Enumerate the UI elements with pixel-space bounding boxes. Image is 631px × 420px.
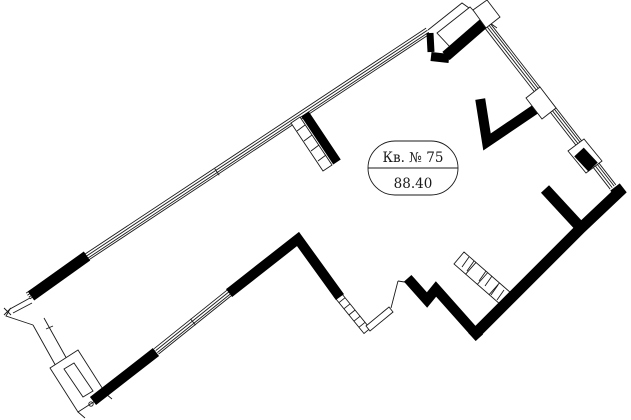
vent-shaft-lower xyxy=(453,251,512,306)
wall-pier-right-window xyxy=(574,147,598,172)
partition-wall-hanging xyxy=(301,111,341,165)
wall-bottom-peak xyxy=(225,231,344,300)
corner-pier-top xyxy=(472,0,501,29)
partition-wall-check xyxy=(475,97,550,151)
entrance-door xyxy=(365,280,412,332)
apartment-label: Кв. № 75 88.40 xyxy=(367,140,459,196)
window-tick-mark xyxy=(214,168,220,176)
ladder-ticks xyxy=(338,297,366,328)
window-glass-lines xyxy=(25,27,431,300)
shaft-hatch xyxy=(461,256,505,301)
door-leaf xyxy=(365,306,394,332)
window-mullion-1 xyxy=(525,86,557,120)
wall-upper-left-end xyxy=(27,251,91,301)
apartment-area-text: 88.40 xyxy=(394,176,433,192)
vestibule-tick xyxy=(88,401,94,407)
wall-branch-y xyxy=(540,185,586,232)
wall-right-descender xyxy=(468,185,626,341)
shaft-hatch xyxy=(296,124,327,162)
window-glass-lines xyxy=(153,287,235,355)
shaft-outline xyxy=(290,116,333,172)
vestibule-slot xyxy=(63,362,94,398)
entrance-arrow-mark xyxy=(3,307,12,316)
threshold-ladder xyxy=(333,290,371,335)
wall-segment xyxy=(430,52,450,63)
apartment-number-text: Кв. № 75 xyxy=(383,150,444,166)
window-tick-mark xyxy=(190,318,196,326)
shaft-cross-lines xyxy=(465,262,500,296)
wall-segment xyxy=(442,18,488,61)
wall-zigzag-bottom xyxy=(403,274,484,342)
vestibule xyxy=(49,349,113,419)
window-wall-lower-left xyxy=(153,287,235,355)
entrance-inner-line xyxy=(12,302,33,314)
wall-peak-top xyxy=(426,18,488,63)
entrance-funnel xyxy=(3,297,33,324)
wall-bottom-left-end xyxy=(89,348,160,405)
wall-segment xyxy=(426,32,435,53)
bearing-walls xyxy=(27,147,627,405)
window-wall-upper-left xyxy=(25,27,431,300)
vent-shaft-upper xyxy=(290,116,333,172)
